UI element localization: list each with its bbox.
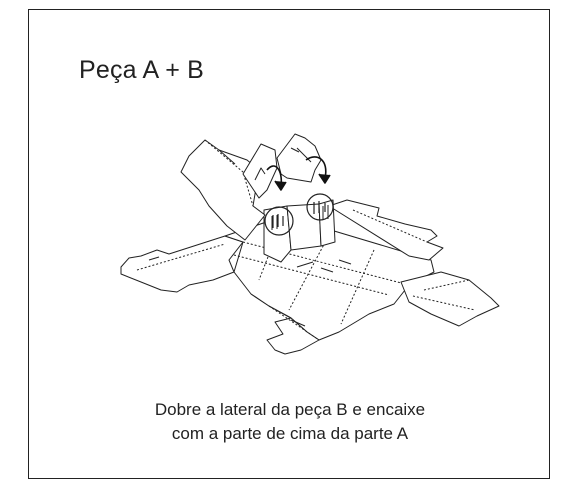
bottom-flap [250,293,320,355]
right-fold-arrow [305,156,327,179]
right-folded-panel [276,133,322,183]
left-flap [120,235,244,293]
fold-arrows [266,156,331,191]
caption-line-2: com a parte de cima da parte A [171,424,409,443]
upright-box [263,199,336,263]
left-folded-panel [180,139,278,241]
joint-highlights [264,193,334,236]
step-title: Peça A + B [79,56,205,84]
instruction-card: Peça A + B [28,9,550,479]
right-joint-circle [306,193,334,221]
left-joint-circle [264,206,294,236]
right-flaps [328,199,500,327]
instruction-caption: Dobre a lateral da peça B e encaixe com … [29,398,551,446]
assembly-illustration [120,133,500,355]
caption-line-1: Dobre a lateral da peça B e encaixe [154,400,426,419]
